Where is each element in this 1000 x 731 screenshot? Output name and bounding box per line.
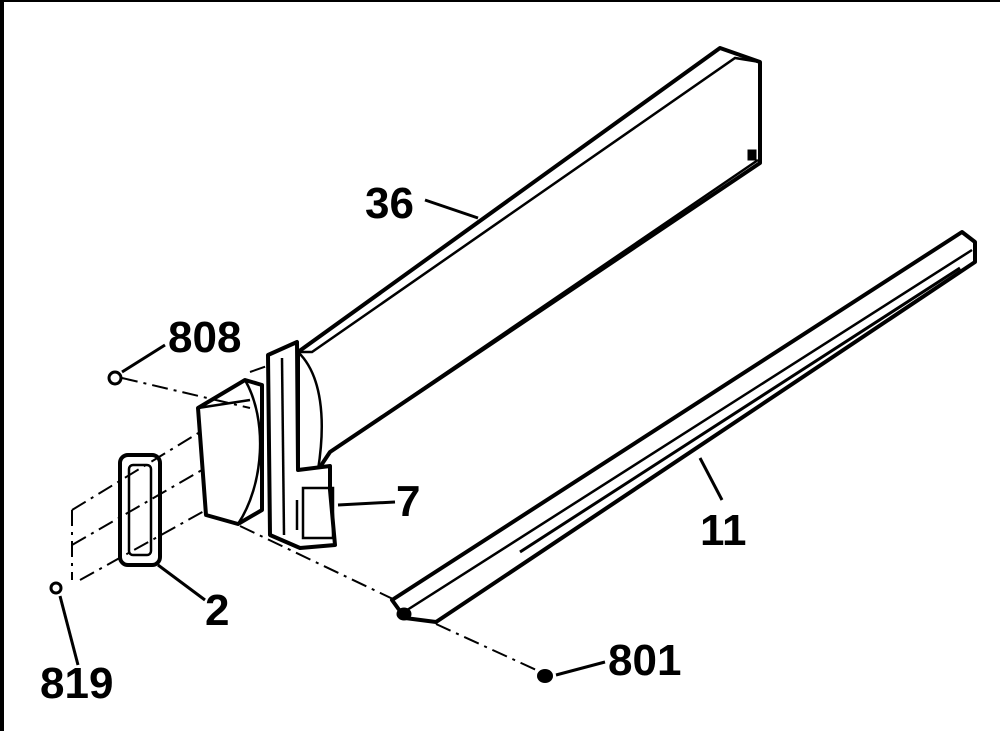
callout-808: 808 [168, 313, 241, 362]
part-7-bracket [266, 340, 337, 550]
callout-7: 7 [396, 477, 420, 526]
callout-819: 819 [40, 659, 113, 708]
callout-36: 36 [365, 179, 414, 228]
callout-11: 11 [700, 506, 747, 555]
alignment-lines [71, 364, 546, 675]
screw-808-icon [107, 370, 123, 386]
end-cap-block [196, 378, 264, 526]
screw-801-icon [537, 669, 553, 683]
part-11-lower-rail [390, 230, 977, 624]
callout-2: 2 [205, 586, 229, 635]
screw-819-icon [49, 581, 63, 595]
leader-lines [58, 198, 724, 677]
part-2-handle [118, 453, 162, 567]
callout-801: 801 [608, 636, 681, 685]
